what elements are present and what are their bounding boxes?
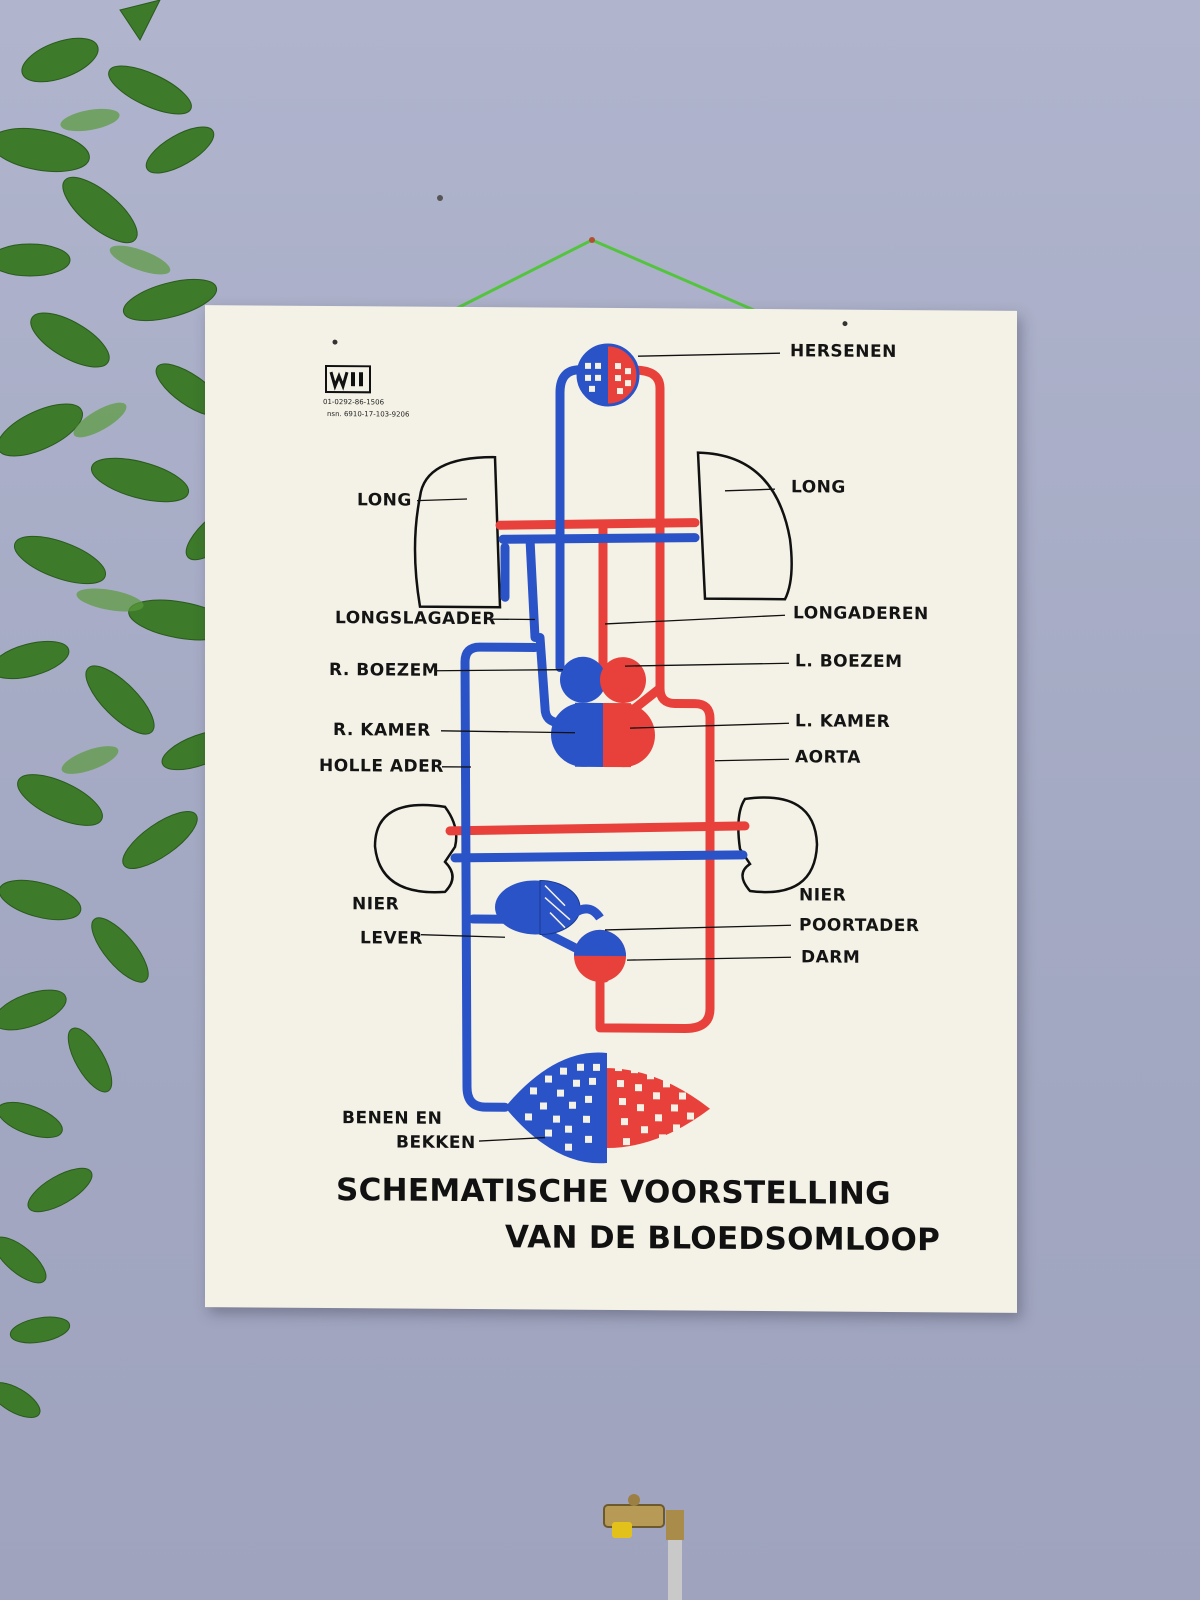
publisher-logo	[325, 365, 371, 394]
hanging-string	[405, 195, 801, 336]
liver-organ	[495, 880, 581, 936]
kidney-left	[373, 803, 458, 894]
lung-left	[413, 455, 502, 609]
circulation-diagram	[332, 321, 848, 1164]
legs-pelvis-organ	[505, 1052, 710, 1164]
poster: 01-0292-86-1506 nsn. 6910-17-103-9206 HE…	[205, 305, 1017, 1313]
kidney-right	[737, 796, 819, 894]
heart-organ	[551, 656, 655, 768]
